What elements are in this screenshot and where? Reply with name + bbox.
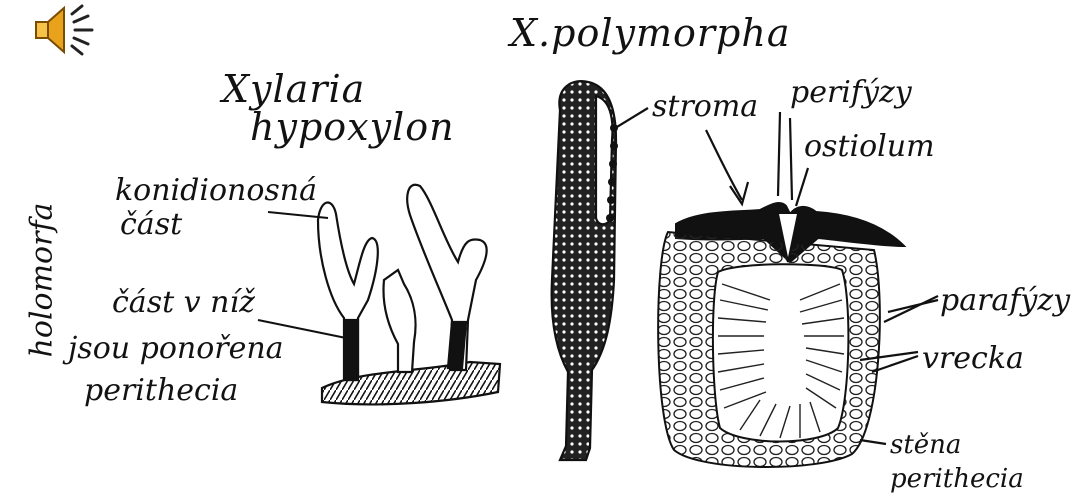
label-stroma: stroma xyxy=(652,92,758,122)
label-perithecia: perithecia xyxy=(84,376,238,406)
label-vrecka: vrecka xyxy=(922,344,1024,374)
label-holomorfa: holomorfa xyxy=(25,203,60,358)
xylaria-stromata xyxy=(318,185,500,405)
label-cast-v-niz: část v níž xyxy=(112,288,255,318)
label-jsou-ponorena: jsou ponořena xyxy=(68,334,284,364)
label-perithecia-wall: perithecia xyxy=(890,466,1024,492)
label-xylaria: Xylaria xyxy=(222,70,365,108)
label-hypoxylon: hypoxylon xyxy=(250,108,455,146)
label-konidionosna: konidionosná xyxy=(115,176,317,206)
label-cast: část xyxy=(120,210,182,240)
label-stena: stěna xyxy=(890,432,961,458)
perithecium-section xyxy=(658,203,904,467)
label-perifyzy: perifýzy xyxy=(790,78,912,108)
title-x-polymorpha: X.polymorpha xyxy=(510,14,791,52)
x-polymorpha-stroma xyxy=(552,81,618,460)
label-parafyzy: parafýzy xyxy=(940,286,1070,316)
label-ostiolum: ostiolum xyxy=(804,132,935,162)
